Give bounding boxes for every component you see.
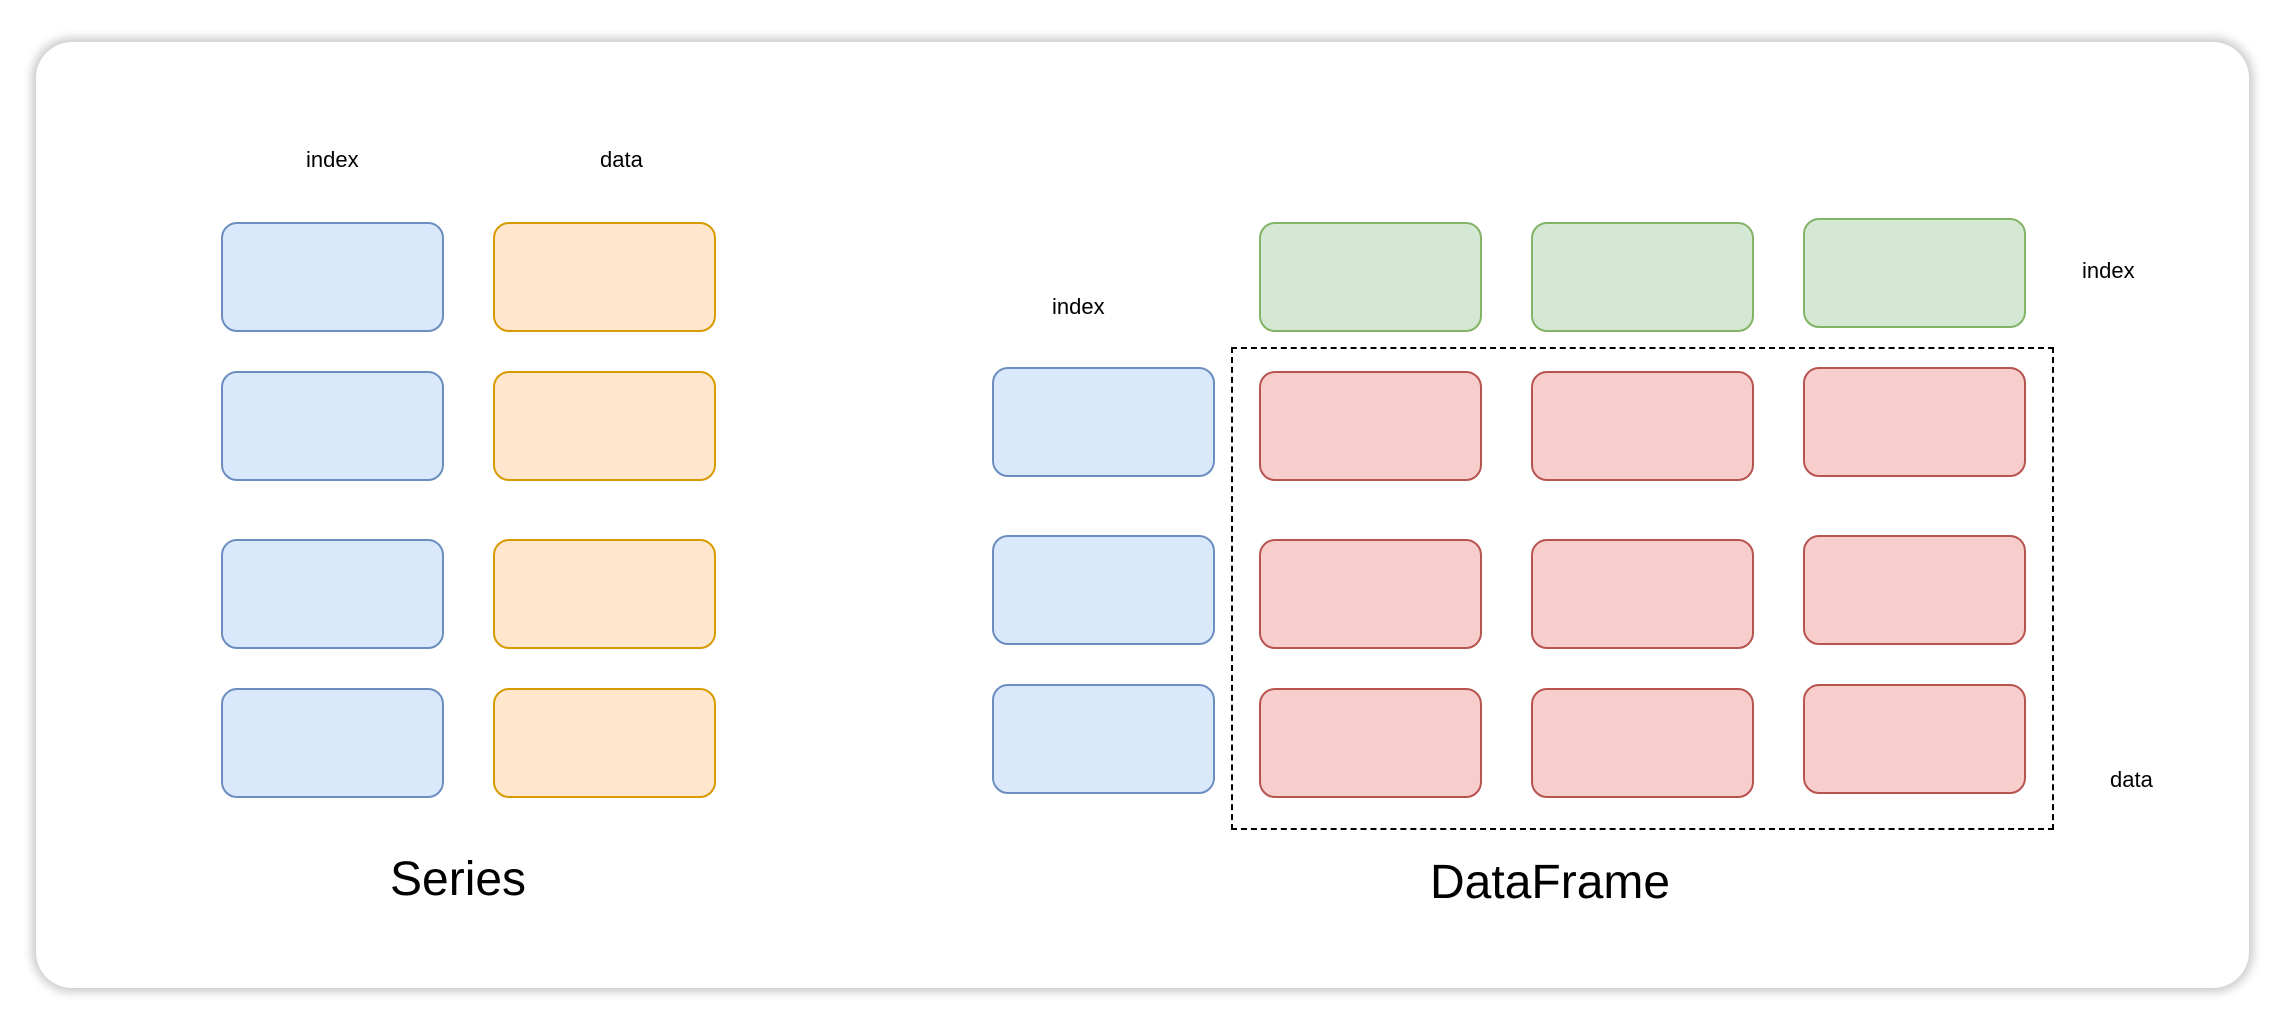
series-data-cell: [493, 539, 716, 649]
diagram-card: [36, 42, 2249, 988]
series-data-cell: [493, 222, 716, 332]
series-data-label: data: [600, 147, 643, 172]
dataframe-data-cell: [1259, 688, 1482, 798]
dataframe-data-cell: [1531, 539, 1754, 649]
dataframe-data-cell: [1259, 371, 1482, 481]
series-index-cell: [221, 222, 444, 332]
dataframe-column-cell: [1803, 218, 2026, 328]
dataframe-data-cell: [1803, 367, 2026, 477]
dataframe-index-cell: [992, 535, 1215, 645]
dataframe-index-cell: [992, 367, 1215, 477]
series-index-label: index: [306, 147, 359, 172]
dataframe-data-cell: [1531, 688, 1754, 798]
dataframe-data-region: [1231, 347, 2054, 830]
dataframe-data-cell: [1531, 371, 1754, 481]
series-index-cell: [221, 688, 444, 798]
series-title: Series: [390, 853, 527, 906]
series-data-cell: [493, 371, 716, 481]
dataframe-data-cell: [1803, 684, 2026, 794]
dataframe-column-cell: [1531, 222, 1754, 332]
dataframe-columns-label: index: [2082, 258, 2135, 283]
dataframe-data-label: data: [2110, 767, 2153, 792]
dataframe-title: DataFrame: [1430, 856, 1671, 909]
series-data-cell: [493, 688, 716, 798]
dataframe-data-cell: [1259, 539, 1482, 649]
series-index-cell: [221, 371, 444, 481]
series-index-cell: [221, 539, 444, 649]
dataframe-data-cell: [1803, 535, 2026, 645]
dataframe-column-cell: [1259, 222, 1482, 332]
dataframe-index-cell: [992, 684, 1215, 794]
dataframe-index-label: index: [1052, 294, 1105, 319]
